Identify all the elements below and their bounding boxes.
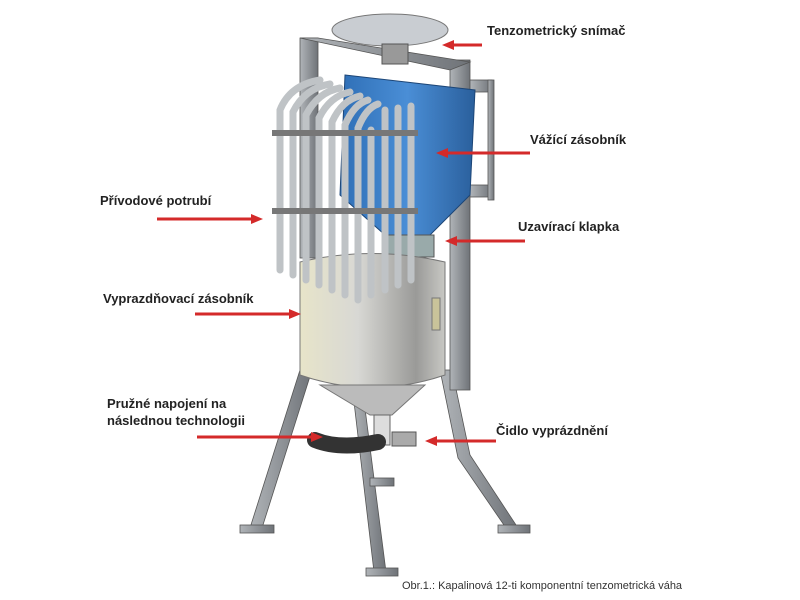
support-legs (239, 349, 531, 577)
pipe-clamps (272, 130, 418, 214)
load-cell-platform (331, 13, 449, 65)
label-shutoff-flap: Uzavírací klapka (518, 219, 620, 234)
label-empty-sensor: Čidlo vyprázdnění (496, 423, 608, 438)
label-discharge-hopper: Vyprazdňovací zásobník (103, 291, 254, 306)
flexible-hose (307, 432, 386, 454)
empty-sensor-body (391, 431, 417, 447)
figure-caption: Obr.1.: Kapalinová 12-ti komponentní ten… (402, 580, 683, 592)
label-flexible-connection-1: Pružné napojení na (107, 396, 227, 411)
steel-cylinder (299, 253, 446, 446)
label-load-cell: Tenzometrický snímač (487, 23, 626, 38)
label-supply-piping: Přívodové potrubí (100, 193, 212, 208)
callout-arrows (157, 40, 530, 446)
label-weighing-hopper: Vážící zásobník (530, 132, 627, 147)
supply-pipes (276, 76, 415, 304)
label-flexible-connection-2: následnou technologii (107, 413, 245, 428)
